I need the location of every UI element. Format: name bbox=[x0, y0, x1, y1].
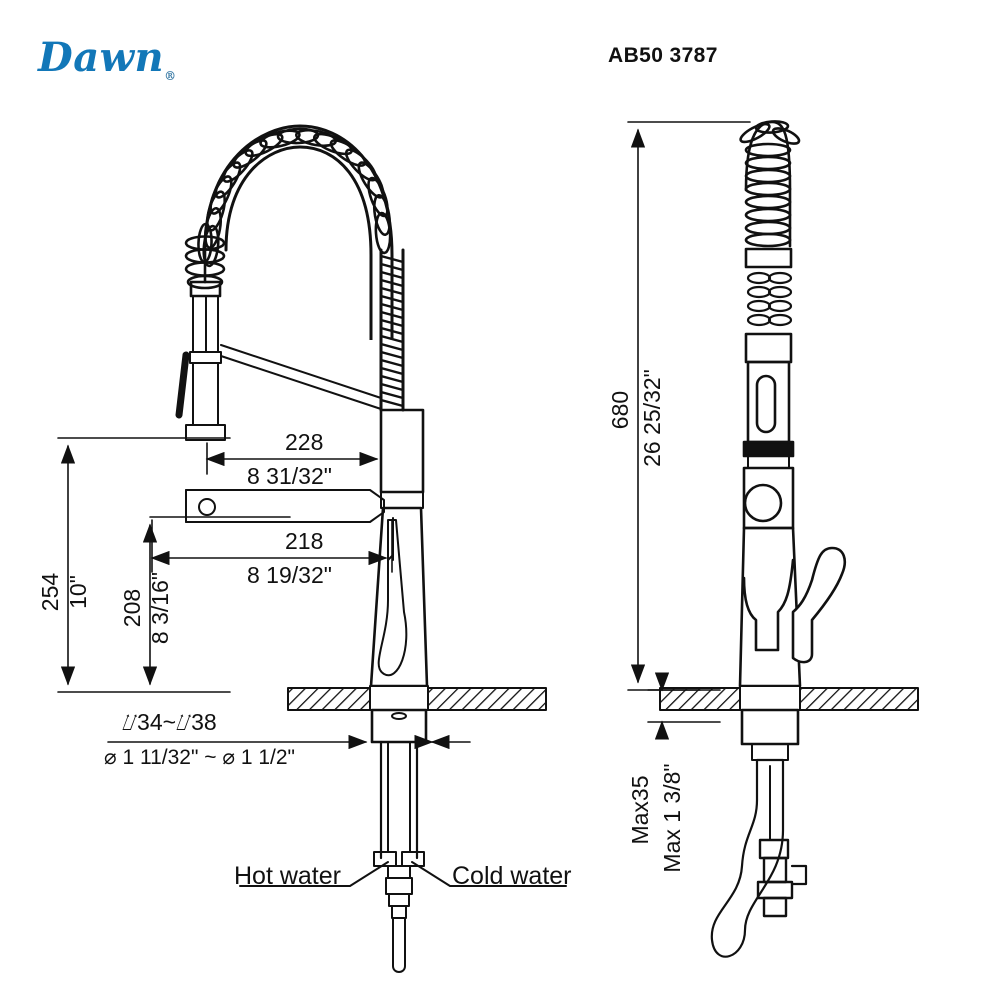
mounting-hardware-side bbox=[710, 708, 808, 958]
lever-handle-side bbox=[791, 546, 846, 664]
spout-height-imperial: 10" bbox=[65, 575, 91, 609]
dimension-lines-left bbox=[57, 409, 471, 750]
hole-diameter-metric: ⌰34~⌰38 bbox=[122, 709, 217, 735]
faucet-body-side bbox=[738, 526, 802, 688]
brand-name: Dawn bbox=[38, 34, 165, 81]
spray-reach-metric: 218 bbox=[285, 528, 323, 554]
overall-height-metric: 680 bbox=[607, 391, 633, 429]
model-number: AB50 3787 bbox=[608, 44, 718, 67]
spout-reach-metric: 228 bbox=[285, 429, 323, 455]
support-arm bbox=[220, 344, 382, 410]
deck-thickness-metric: Max35 bbox=[627, 775, 653, 844]
spray-height-metric: 208 bbox=[119, 589, 145, 627]
dimension-lines-right bbox=[627, 121, 751, 740]
overall-height-imperial: 26 25/32" bbox=[639, 369, 665, 467]
spring-coil-front bbox=[202, 124, 394, 340]
spray-height-imperial: 8 3/16" bbox=[147, 572, 173, 644]
spray-head-side bbox=[742, 247, 795, 530]
mounting-hardware-front bbox=[370, 708, 428, 973]
water-leader-lines bbox=[239, 861, 567, 887]
brand-logo: Dawn® bbox=[38, 34, 177, 83]
spout-reach-imperial: 8 31/32" bbox=[247, 463, 332, 489]
spring-coil-right-leg bbox=[379, 248, 405, 412]
deck-thickness-imperial: Max 1 3/8" bbox=[659, 763, 685, 872]
hot-water-label: Hot water bbox=[234, 862, 341, 890]
hole-diameter-imperial: ⌀ 1 11/32" ~ ⌀ 1 1/2" bbox=[104, 746, 295, 769]
spring-coil-side bbox=[739, 120, 801, 248]
cold-water-label: Cold water bbox=[452, 862, 572, 890]
faucet-body-front bbox=[369, 408, 429, 688]
spray-head-front bbox=[175, 280, 226, 441]
countertop-right bbox=[659, 685, 919, 711]
registered-trademark-icon: ® bbox=[164, 69, 177, 83]
countertop-left bbox=[287, 685, 547, 711]
spray-reach-imperial: 8 19/32" bbox=[247, 562, 332, 588]
spout-height-metric: 254 bbox=[37, 573, 63, 612]
